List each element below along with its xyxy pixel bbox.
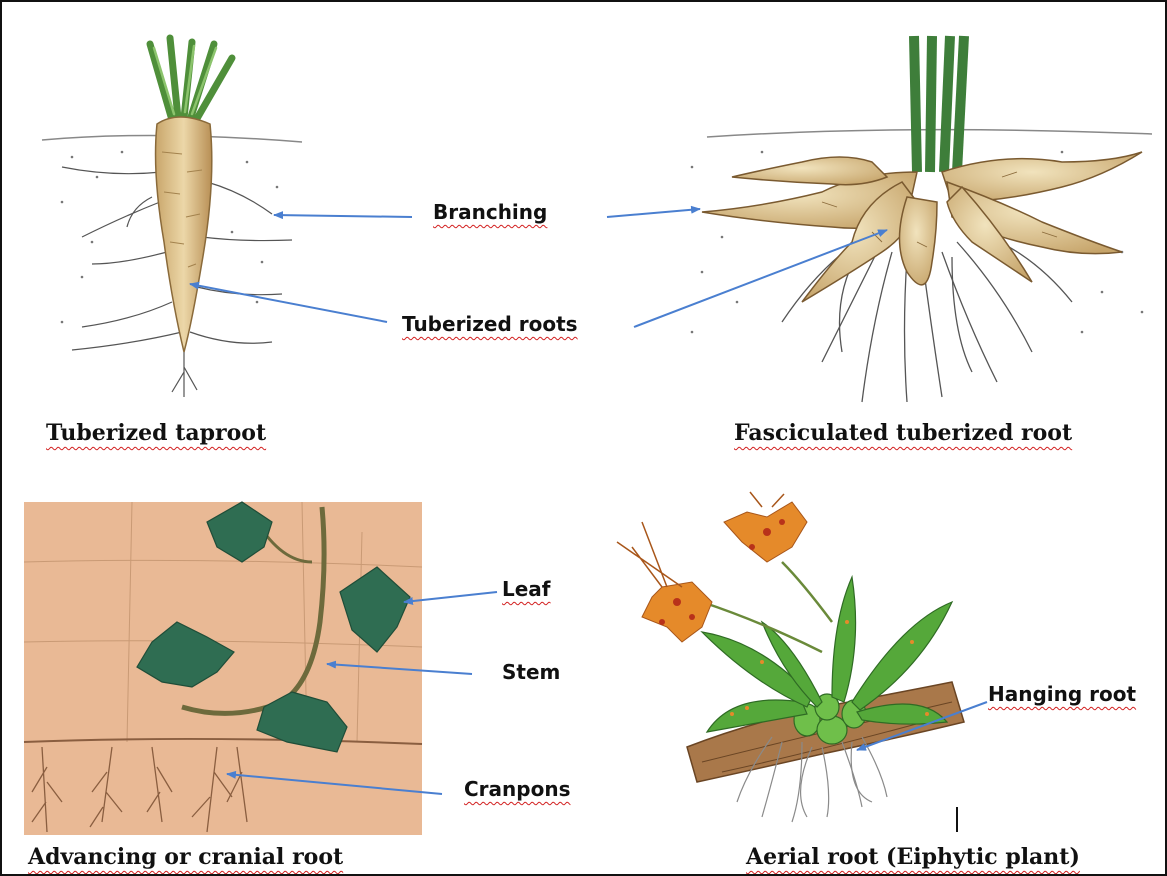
title-fasciculated-tuberized-root: Fasciculated tuberized root	[734, 420, 1072, 446]
carrot-leaves	[150, 38, 232, 122]
ivy-wall-illustration	[24, 502, 422, 835]
arrow-branching-left	[274, 215, 412, 217]
title-tuberized-taproot: Tuberized taproot	[46, 420, 266, 446]
title-aerial-root: Aerial root (Eiphytic plant)	[746, 844, 1080, 870]
title-advancing-root: Advancing or cranial root	[28, 844, 343, 870]
orchid-flowers	[617, 492, 807, 642]
orchid-illustration	[617, 492, 964, 832]
label-tuberized-roots: Tuberized roots	[402, 312, 578, 336]
taproot-illustration	[42, 38, 302, 397]
label-cranpons: Cranpons	[464, 777, 570, 801]
plant-stems	[914, 36, 964, 172]
label-stem: Stem	[502, 660, 560, 684]
fasciculated-root-illustration	[691, 36, 1152, 402]
arrow-tuberized-right	[634, 230, 887, 327]
label-hanging-root: Hanging root	[988, 682, 1136, 706]
arrow-tuberized-left	[190, 284, 387, 322]
tuberized-roots-cluster	[702, 152, 1142, 302]
label-leaf: Leaf	[502, 577, 551, 601]
arrow-branching-right	[607, 209, 700, 217]
label-branching: Branching	[433, 200, 547, 224]
